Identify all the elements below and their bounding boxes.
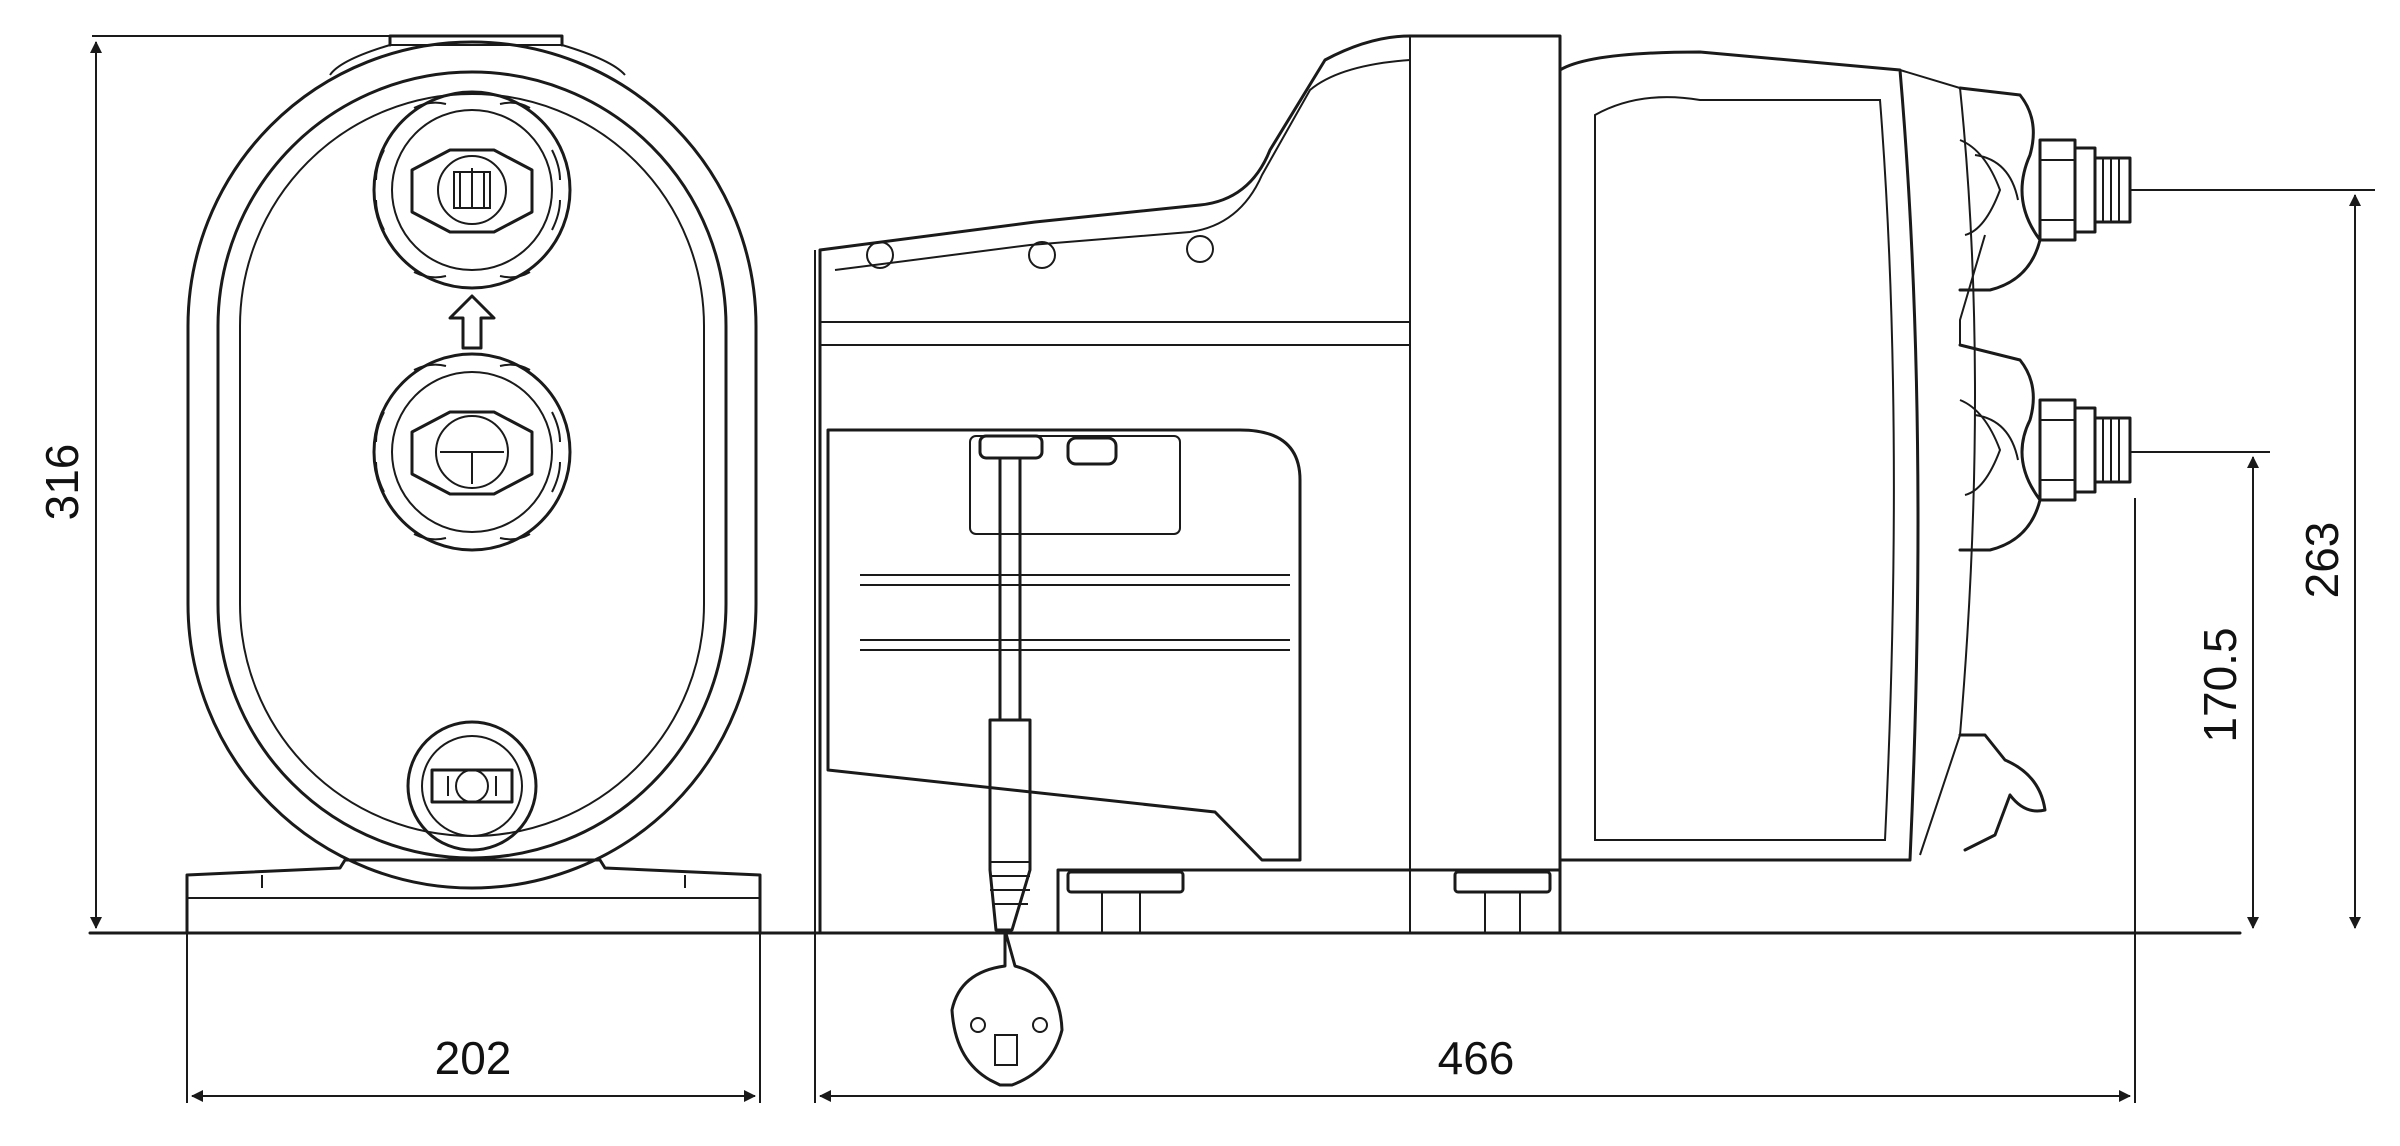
side-inlet-fitting [2038, 398, 2132, 502]
front-outlet-port [372, 90, 572, 290]
side-pump-head-inner [1594, 96, 1895, 841]
side-outlet-fitting [2038, 138, 2132, 242]
front-top-shoulder [329, 44, 626, 76]
side-view [88, 34, 2242, 1087]
side-motor-housing [818, 34, 1562, 935]
dim-label-inlet-height: 170.5 [2194, 627, 2246, 742]
side-handle-hole-1 [866, 241, 894, 269]
side-rib-upper [1958, 86, 2042, 292]
dim-label-length-side: 466 [1438, 1032, 1515, 1084]
side-cable-strain-relief [988, 718, 1032, 932]
dim-label-width-front: 202 [435, 1032, 512, 1084]
side-terminal-window [969, 435, 1181, 535]
side-terminal-ribs [860, 574, 1290, 651]
plug-pin-2 [1032, 1017, 1048, 1033]
dimension-labels: 316 202 466 263 170.5 [36, 444, 2348, 1084]
front-body-rim [216, 70, 728, 860]
side-terminal-knob-2 [1066, 436, 1118, 466]
front-base-foot-detail [187, 875, 760, 899]
dimension-lines [90, 35, 2375, 1103]
side-drain-lug [1958, 733, 2047, 852]
front-top-cap [388, 34, 564, 47]
side-power-cable [998, 456, 1022, 722]
side-foot-left [1066, 870, 1185, 894]
side-handle-hole-2 [1028, 241, 1056, 269]
dim-label-outlet-height: 263 [2296, 522, 2348, 599]
side-rib-lower [1958, 343, 2042, 552]
front-view [185, 34, 762, 935]
side-handle-hole-3 [1186, 235, 1214, 263]
power-plug [950, 928, 1064, 1087]
plug-pin-1 [970, 1017, 986, 1033]
side-base-plate [1056, 868, 1562, 935]
side-foot-right [1453, 870, 1552, 894]
side-terminal-knob-1 [978, 434, 1044, 460]
side-handle-edge [834, 59, 1411, 271]
side-housing-split [820, 36, 1411, 933]
side-terminal-box [826, 428, 1302, 862]
front-drain-plug [406, 720, 538, 852]
front-body-outer [186, 40, 758, 890]
front-inlet-port [372, 352, 572, 552]
plug-earth-clip [994, 1034, 1018, 1066]
front-base-foot [185, 858, 762, 935]
side-pump-head-front [1899, 69, 1976, 856]
side-pump-head [1558, 50, 1920, 862]
dim-label-height-total: 316 [36, 444, 88, 521]
front-flow-arrow-icon [448, 294, 496, 350]
